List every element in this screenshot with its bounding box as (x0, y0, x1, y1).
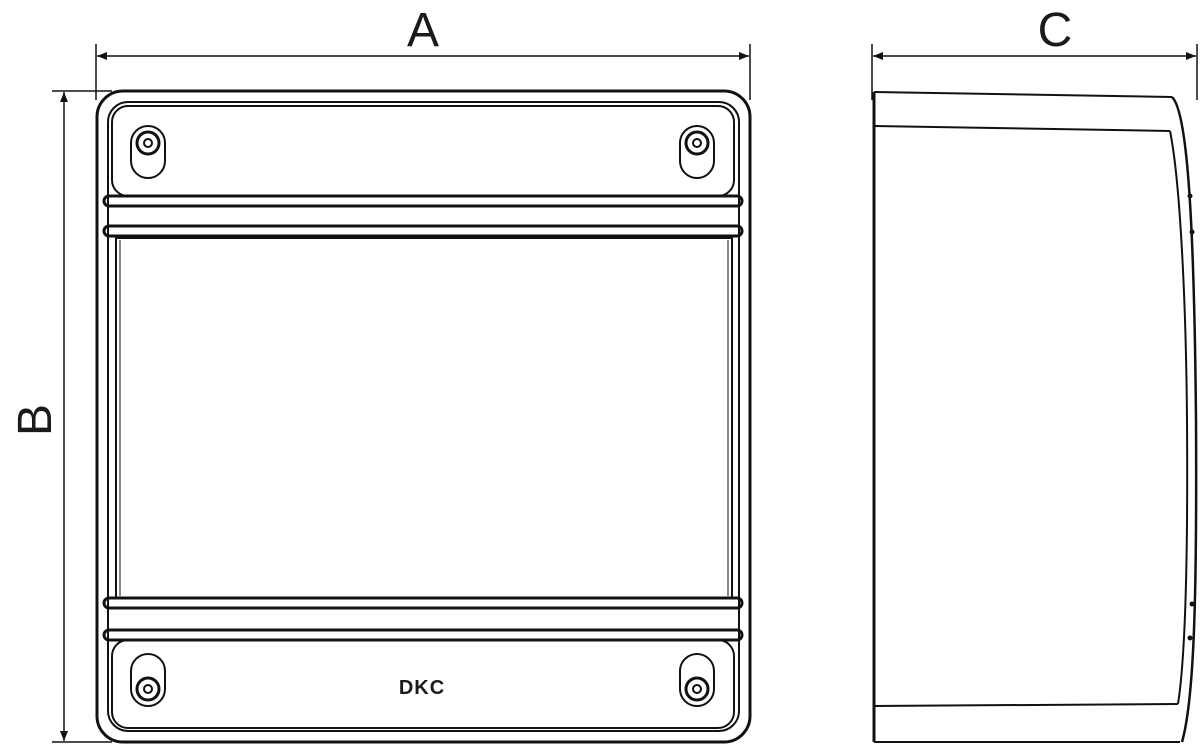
upper-cover-panel (111, 105, 735, 197)
side-front-curve-inner (1169, 130, 1189, 705)
hinge-mark (1189, 229, 1195, 235)
lower-rail-top (102, 596, 744, 610)
front-view: DKC (95, 89, 752, 744)
side-top-edge (873, 91, 1173, 98)
front-inner-shell (107, 101, 740, 732)
lower-cover-panel (111, 639, 735, 729)
screw-icon (130, 653, 166, 707)
dimension-a: A (95, 4, 751, 100)
front-outer-shell (95, 89, 752, 744)
hinge-mark (1189, 601, 1195, 607)
hinge-mark (1187, 635, 1193, 641)
dimension-c-label: C (1038, 4, 1073, 57)
front-window (115, 237, 733, 599)
dimension-c: C (871, 4, 1198, 100)
upper-rail-bottom (102, 224, 744, 238)
dimension-a-label: A (407, 4, 439, 57)
dimension-b: B (9, 90, 112, 743)
side-top-inner-edge (873, 125, 1171, 132)
screw-icon (679, 125, 715, 179)
brand-logo: DKC (399, 677, 445, 699)
lower-rail-bottom (102, 628, 744, 642)
upper-rail-top (102, 194, 744, 208)
side-view (872, 91, 1198, 743)
hinge-mark (1187, 193, 1193, 199)
side-front-curve-outer (1171, 96, 1198, 743)
screw-icon (130, 125, 166, 179)
screw-icon (679, 653, 715, 707)
side-bottom-inner-edge (873, 703, 1179, 707)
dimension-b-label: B (9, 404, 62, 436)
